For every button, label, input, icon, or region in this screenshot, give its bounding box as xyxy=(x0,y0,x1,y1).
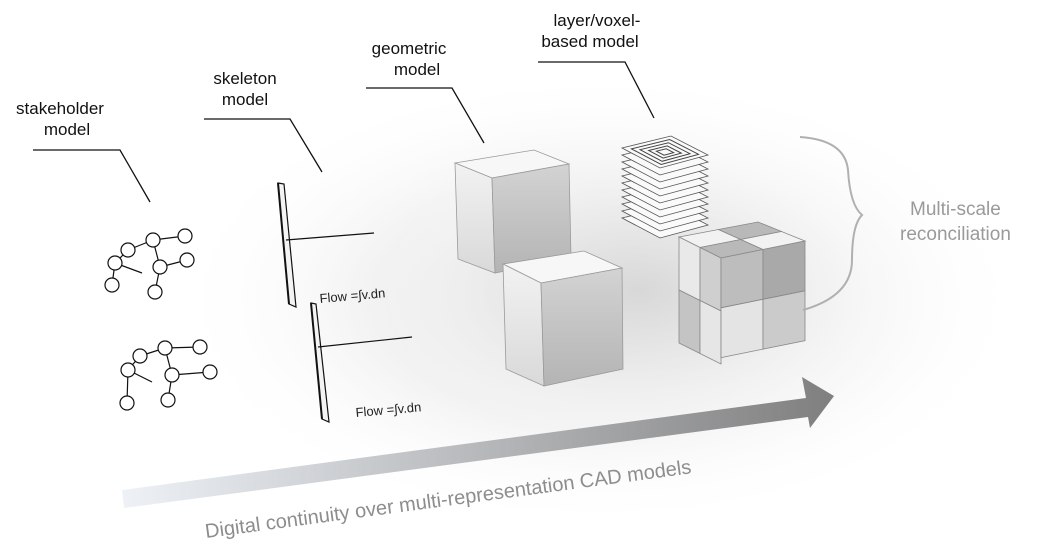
skeleton-plane-1 xyxy=(277,182,375,308)
voxel-side-cell xyxy=(720,298,764,359)
continuity-arrow xyxy=(122,377,834,508)
flow-formula-1: Flow =∫v.dn xyxy=(319,285,386,306)
flow-formula-2: Flow =∫v.dn xyxy=(355,399,422,420)
voxel-front-cell xyxy=(678,289,701,355)
skeleton-plane-2 xyxy=(310,302,413,423)
label-geometric-line2: model xyxy=(393,60,441,79)
leader-stakeholder xyxy=(33,149,151,203)
label-stakeholder-line1: stakeholder xyxy=(16,99,104,118)
label-geometric-model: geometric model xyxy=(359,38,459,80)
leader-layer xyxy=(538,61,655,119)
layer-contour xyxy=(647,145,683,159)
layer-contour xyxy=(654,148,675,156)
label-layer-line1: layer/voxel- xyxy=(553,11,641,30)
label-layer-line2: based model xyxy=(541,32,639,51)
label-skeleton-line1: skeleton xyxy=(213,69,277,88)
label-skeleton-model: skeleton model xyxy=(205,68,285,110)
leader-geometric xyxy=(366,87,485,144)
label-layer-voxel-model: layer/voxel- based model xyxy=(530,10,650,52)
voxel-cube-model xyxy=(677,221,807,365)
voxel-side-cell xyxy=(720,249,764,309)
label-reconciliation-line1: Multi-scale xyxy=(910,199,1001,220)
label-multiscale-reconciliation: Multi-scale reconciliation xyxy=(900,197,1011,247)
label-skeleton-line2: model xyxy=(221,90,269,109)
layer-contour xyxy=(630,138,700,166)
stakeholder-graph-2 xyxy=(119,339,218,411)
voxel-front-cell xyxy=(699,246,722,312)
reconciliation-brace xyxy=(799,136,864,311)
voxel-side-cell xyxy=(762,290,806,350)
label-reconciliation-line2: reconciliation xyxy=(900,224,1011,245)
leader-lines xyxy=(33,61,655,203)
stakeholder-graph-1 xyxy=(104,228,195,300)
voxel-front-cell xyxy=(678,236,701,302)
layer-stack-model xyxy=(620,135,710,239)
layer-contour xyxy=(638,142,692,162)
geometric-cube-back xyxy=(453,149,572,274)
label-geometric-line1: geometric xyxy=(371,39,447,58)
label-stakeholder-model: stakeholder model xyxy=(10,98,110,140)
label-stakeholder-line2: model xyxy=(43,120,91,139)
voxel-side-cell xyxy=(762,240,806,300)
geometric-cube-front xyxy=(501,250,624,387)
leader-skeleton xyxy=(204,118,323,173)
voxel-front-cell xyxy=(699,299,722,365)
layer-plate xyxy=(620,135,710,169)
